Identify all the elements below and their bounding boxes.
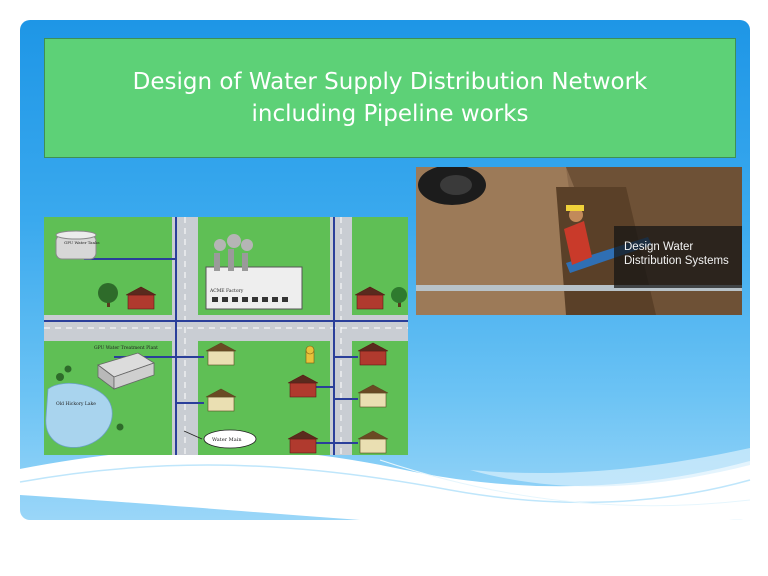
pipe bbox=[416, 285, 742, 291]
water-tank-label: GPU Water Tanks bbox=[64, 240, 100, 245]
house bbox=[205, 342, 237, 366]
tree bbox=[98, 283, 118, 307]
water-tanks: GPU Water Tanks bbox=[55, 230, 100, 260]
water-network-map: GPU Water Tanks ACME Factory bbox=[44, 217, 408, 455]
water-main-callout: Water Main bbox=[183, 429, 257, 449]
tree bbox=[56, 373, 64, 381]
title-box: Design of Water Supply Distribution Netw… bbox=[44, 38, 736, 158]
vertical-road-right bbox=[330, 217, 352, 455]
hydrant bbox=[305, 345, 315, 364]
photo-caption: Design Water Distribution Systems bbox=[624, 241, 729, 267]
treatment-plant: GPU Water Treatment Plant bbox=[94, 345, 158, 390]
house bbox=[287, 374, 319, 398]
lake-label: Old Hickory Lake bbox=[56, 401, 96, 407]
house bbox=[357, 342, 389, 366]
photo-caption-box: Design Water Distribution Systems bbox=[614, 226, 742, 288]
house bbox=[354, 286, 386, 310]
tree bbox=[64, 365, 72, 373]
house bbox=[357, 384, 389, 408]
slide-title: Design of Water Supply Distribution Netw… bbox=[132, 69, 648, 127]
factory-label: ACME Factory bbox=[209, 288, 244, 294]
water-main-label: Water Main bbox=[212, 437, 242, 443]
treatment-plant-label: GPU Water Treatment Plant bbox=[94, 345, 158, 351]
tree bbox=[391, 287, 407, 307]
house bbox=[357, 430, 389, 454]
tree bbox=[116, 423, 124, 431]
factory: ACME Factory bbox=[205, 234, 303, 310]
house bbox=[205, 388, 237, 412]
house bbox=[287, 430, 319, 454]
lake: Old Hickory Lake bbox=[45, 382, 113, 448]
house bbox=[125, 286, 157, 310]
